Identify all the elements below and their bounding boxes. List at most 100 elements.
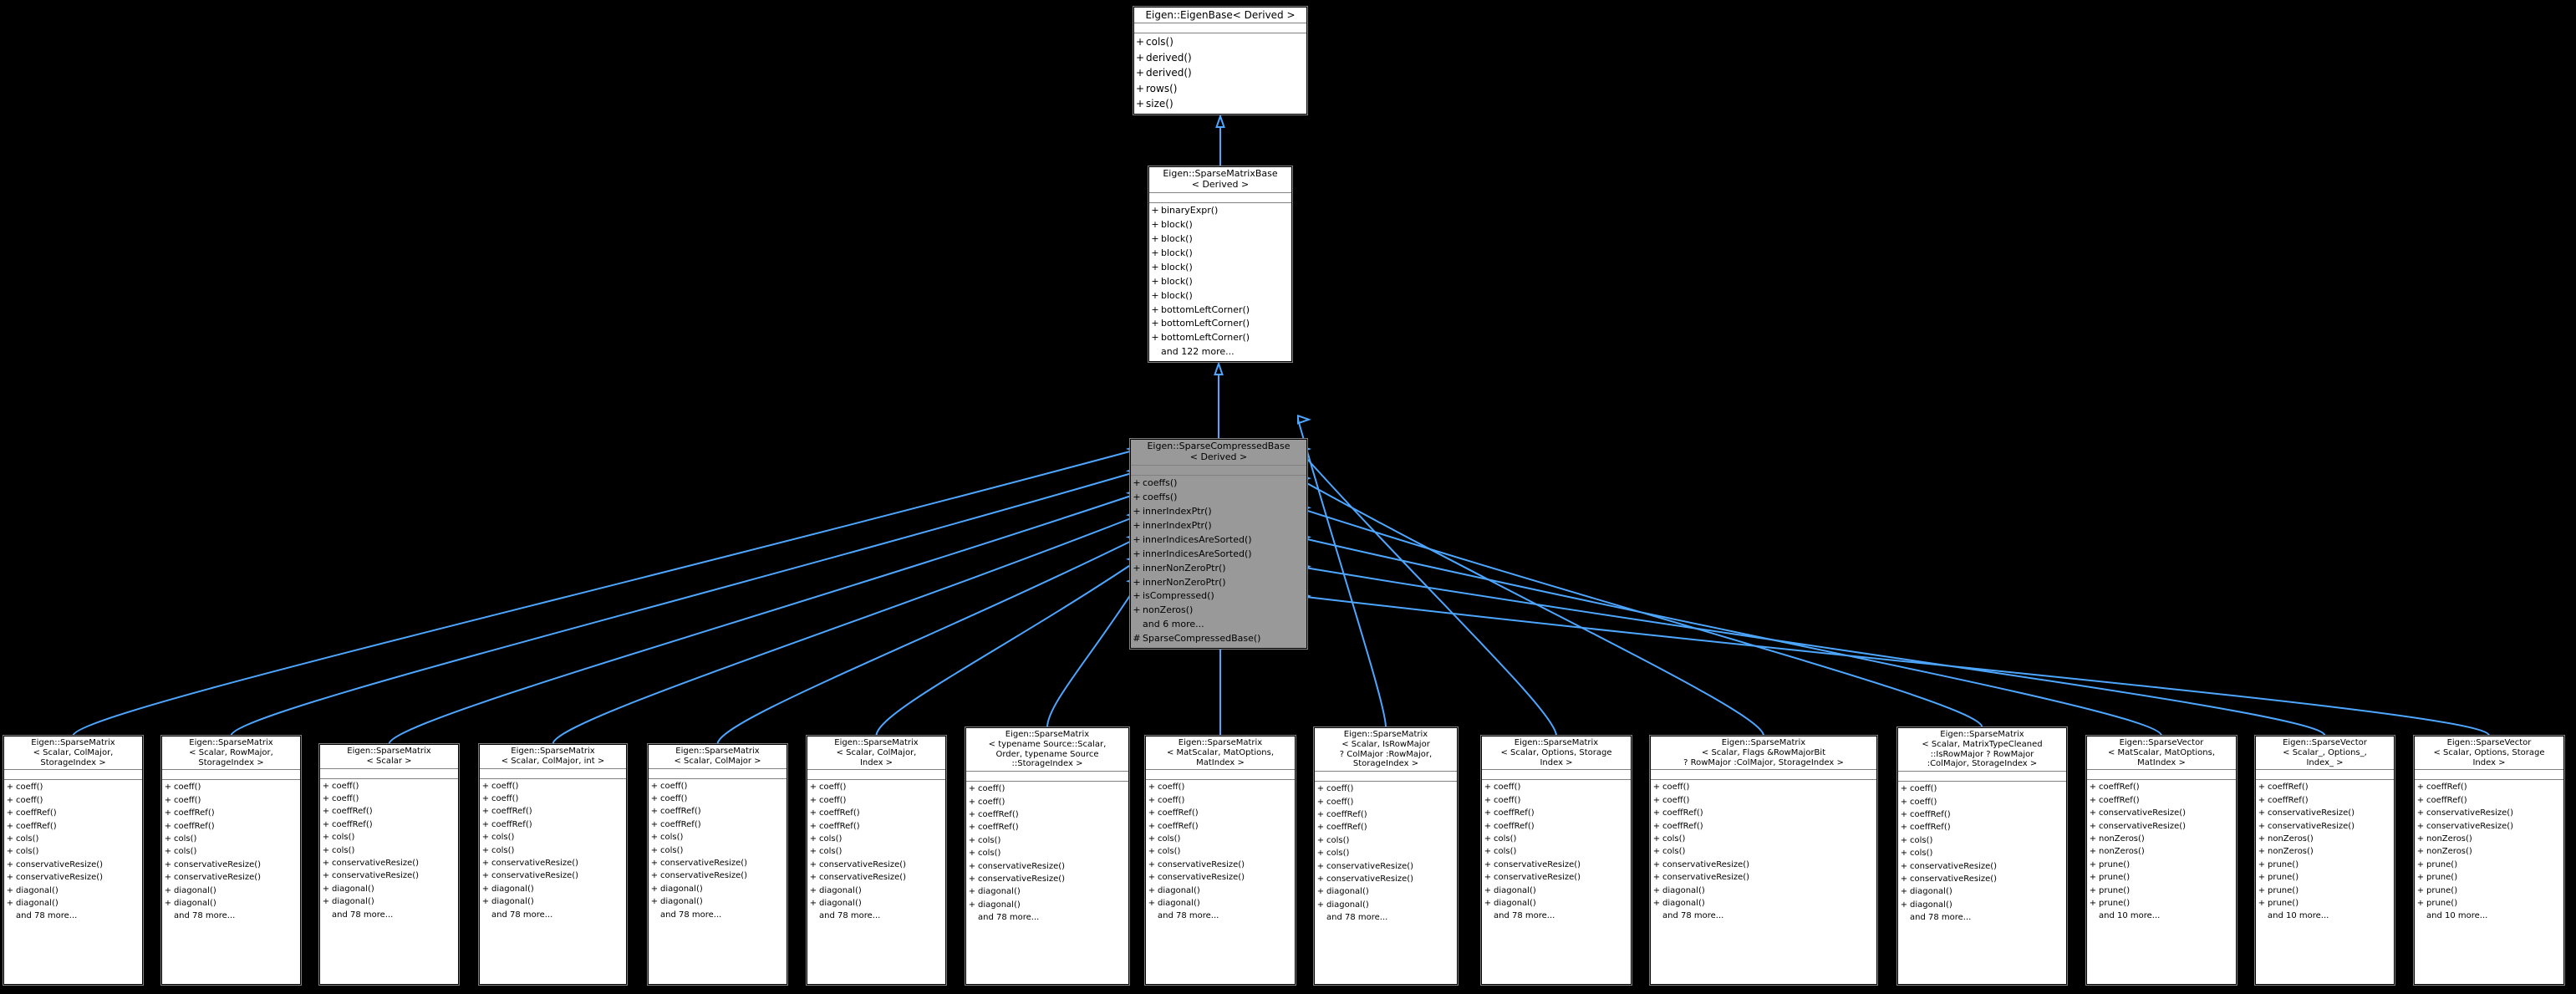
method-row[interactable]: +coeff() xyxy=(1146,794,1295,807)
uml-class-node-sv-matscalar[interactable]: Eigen::SparseVector < MatScalar, MatOpti… xyxy=(2085,735,2237,986)
method-row[interactable]: +conservativeResize() xyxy=(4,871,142,884)
method-row[interactable]: +coeffRef() xyxy=(1146,807,1295,819)
method-row[interactable]: +conservativeResize() xyxy=(966,860,1128,873)
uml-class-node-sm-colmajor-int[interactable]: Eigen::SparseMatrix < Scalar, ColMajor, … xyxy=(478,743,628,986)
method-row[interactable]: +diagonal() xyxy=(1898,899,2066,911)
method-row[interactable]: +diagonal() xyxy=(1315,899,1457,911)
method-row[interactable]: +diagonal() xyxy=(1651,884,1876,897)
method-row[interactable]: +cols() xyxy=(162,845,300,858)
method-row[interactable]: +cols() xyxy=(1482,845,1631,858)
method-row[interactable]: +diagonal() xyxy=(320,895,458,908)
method-more-row[interactable]: and 78 more... xyxy=(966,911,1128,924)
method-row[interactable]: +coeffRef() xyxy=(649,818,787,831)
method-row[interactable]: +nonZeros() xyxy=(2415,833,2563,845)
method-row[interactable]: +coeff() xyxy=(649,780,787,793)
method-row[interactable]: +coeffRef() xyxy=(966,808,1128,821)
method-row[interactable]: +coeff() xyxy=(1482,781,1631,793)
method-row[interactable]: +coeffRef() xyxy=(2087,794,2236,807)
method-row[interactable]: +conservativeResize() xyxy=(480,857,626,869)
method-row[interactable]: +coeffs() xyxy=(1131,491,1306,505)
method-row[interactable]: #SparseCompressedBase() xyxy=(1131,632,1306,646)
method-more-row[interactable]: and 78 more... xyxy=(162,910,300,922)
method-row[interactable]: +coeff() xyxy=(1146,781,1295,793)
method-row[interactable]: +coeffRef() xyxy=(1651,807,1876,819)
method-more-row[interactable]: and 78 more... xyxy=(1482,910,1631,922)
method-more-row[interactable]: and 78 more... xyxy=(649,909,787,921)
method-more-row[interactable]: and 78 more... xyxy=(480,909,626,921)
method-row[interactable]: +coeffRef() xyxy=(1482,807,1631,819)
method-row[interactable]: +cols() xyxy=(1146,833,1295,845)
method-row[interactable]: +coeff() xyxy=(4,781,142,793)
method-row[interactable]: +coeff() xyxy=(966,782,1128,795)
method-row[interactable]: +block() xyxy=(1149,289,1291,303)
method-row[interactable]: +derived() xyxy=(1134,50,1306,65)
method-row[interactable]: +prune() xyxy=(2256,871,2394,884)
method-row[interactable]: +coeffRef() xyxy=(2415,794,2563,807)
method-row[interactable]: +bottomLeftCorner() xyxy=(1149,331,1291,345)
method-row[interactable]: +coeffRef() xyxy=(1482,820,1631,833)
uml-class-node-eigenbase[interactable]: Eigen::EigenBase< Derived >+cols()+deriv… xyxy=(1133,6,1308,115)
method-row[interactable]: +coeff() xyxy=(807,794,945,807)
uml-class-node-sm-flags-rowmajorbit[interactable]: Eigen::SparseMatrix < Scalar, Flags &Row… xyxy=(1649,735,1878,986)
method-row[interactable]: +coeff() xyxy=(162,781,300,793)
method-row[interactable]: +coeffRef() xyxy=(2087,781,2236,793)
method-row[interactable]: +cols() xyxy=(162,833,300,845)
method-row[interactable]: +cols() xyxy=(807,833,945,845)
method-row[interactable]: +prune() xyxy=(2415,897,2563,910)
method-row[interactable]: +diagonal() xyxy=(162,884,300,897)
method-row[interactable]: +bottomLeftCorner() xyxy=(1149,317,1291,331)
method-row[interactable]: +diagonal() xyxy=(1146,897,1295,910)
method-row[interactable]: +coeffRef() xyxy=(807,807,945,819)
method-row[interactable]: +conservativeResize() xyxy=(2415,820,2563,833)
uml-class-node-sm-scalar[interactable]: Eigen::SparseMatrix < Scalar >+coeff()+c… xyxy=(318,743,460,986)
method-row[interactable]: +coeffRef() xyxy=(807,820,945,833)
method-row[interactable]: +coeff() xyxy=(480,780,626,793)
method-row[interactable]: +conservativeResize() xyxy=(1146,859,1295,871)
method-row[interactable]: +block() xyxy=(1149,275,1291,289)
method-row[interactable]: +diagonal() xyxy=(1482,897,1631,910)
method-row[interactable]: +cols() xyxy=(4,833,142,845)
method-row[interactable]: +prune() xyxy=(2415,884,2563,897)
method-row[interactable]: +cols() xyxy=(1134,34,1306,49)
method-row[interactable]: +coeffRef() xyxy=(320,818,458,831)
method-row[interactable]: +coeff() xyxy=(162,794,300,807)
method-row[interactable]: +conservativeResize() xyxy=(162,859,300,871)
method-row[interactable]: +coeffRef() xyxy=(162,807,300,819)
method-row[interactable]: +coeff() xyxy=(649,793,787,805)
method-row[interactable]: +prune() xyxy=(2256,897,2394,910)
method-row[interactable]: +prune() xyxy=(2415,871,2563,884)
method-row[interactable]: +conservativeResize() xyxy=(4,859,142,871)
uml-class-node-sm-rowmajor-storageindex[interactable]: Eigen::SparseMatrix < Scalar, RowMajor, … xyxy=(160,735,302,986)
method-row[interactable]: +coeffRef() xyxy=(480,805,626,818)
method-row[interactable]: +coeffRef() xyxy=(649,805,787,818)
method-row[interactable]: +cols() xyxy=(320,844,458,857)
uml-class-node-sv-scalar-options-index[interactable]: Eigen::SparseVector < Scalar_, Options_,… xyxy=(2254,735,2395,986)
uml-class-node-sm-colmajor-index[interactable]: Eigen::SparseMatrix < Scalar, ColMajor, … xyxy=(806,735,947,986)
method-row[interactable]: +cols() xyxy=(649,844,787,857)
method-row[interactable]: +coeff() xyxy=(4,794,142,807)
uml-class-node-sm-isrowmajor[interactable]: Eigen::SparseMatrix < Scalar, IsRowMajor… xyxy=(1313,726,1459,986)
method-more-row[interactable]: and 78 more... xyxy=(1315,911,1457,924)
method-more-row[interactable]: and 78 more... xyxy=(1898,911,2066,924)
method-row[interactable]: +coeffRef() xyxy=(1898,821,2066,833)
method-row[interactable]: +diagonal() xyxy=(1651,897,1876,910)
method-more-row[interactable]: and 78 more... xyxy=(1146,910,1295,922)
method-row[interactable]: +coeff() xyxy=(1315,782,1457,795)
method-more-row[interactable]: and 122 more... xyxy=(1149,345,1291,359)
method-row[interactable]: +cols() xyxy=(649,831,787,844)
method-row[interactable]: +coeffRef() xyxy=(1651,820,1876,833)
method-row[interactable]: +coeffRef() xyxy=(320,805,458,818)
method-row[interactable]: +conservativeResize() xyxy=(649,869,787,882)
method-row[interactable]: +cols() xyxy=(966,847,1128,859)
method-row[interactable]: +diagonal() xyxy=(4,884,142,897)
method-row[interactable]: +cols() xyxy=(480,831,626,844)
method-row[interactable]: +coeffRef() xyxy=(966,821,1128,833)
method-row[interactable]: +coeffRef() xyxy=(1898,808,2066,821)
method-row[interactable]: +coeff() xyxy=(320,793,458,805)
uml-class-node-sm-colmajor[interactable]: Eigen::SparseMatrix < Scalar, ColMajor >… xyxy=(647,743,788,986)
method-row[interactable]: +prune() xyxy=(2087,859,2236,871)
method-row[interactable]: +diagonal() xyxy=(966,899,1128,911)
method-row[interactable]: +diagonal() xyxy=(966,885,1128,898)
method-row[interactable]: +diagonal() xyxy=(649,895,787,908)
method-row[interactable]: +nonZeros() xyxy=(2256,845,2394,858)
